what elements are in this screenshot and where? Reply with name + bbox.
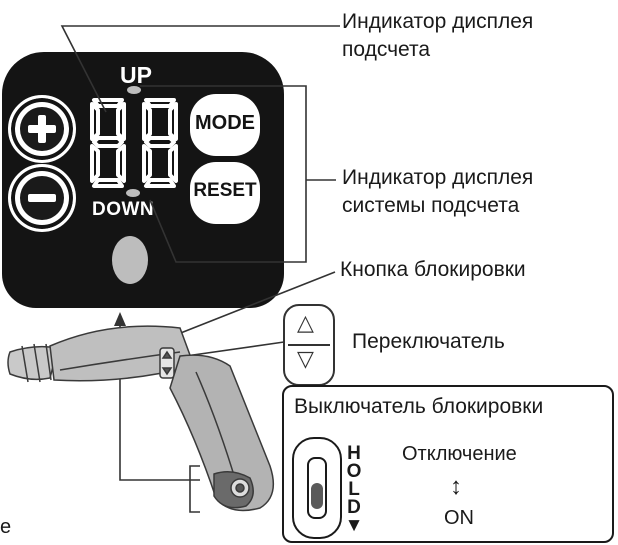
mode-button-label: MODE xyxy=(195,112,255,134)
lock-button-label: Кнопка блокировки xyxy=(340,258,526,281)
reset-button[interactable]: RESET xyxy=(190,162,260,224)
reset-button-label: RESET xyxy=(193,180,257,201)
display-digit xyxy=(90,98,126,188)
hold-slider[interactable] xyxy=(292,437,342,539)
direction-switch[interactable]: △ ▽ xyxy=(283,304,335,386)
lock-button[interactable] xyxy=(112,236,148,284)
hold-switch-title: Выключатель блокировки xyxy=(294,395,544,418)
up-down-arrow-icon: ↕ xyxy=(450,473,462,500)
hold-switch-box: Выключатель блокировки H O L D ▼ Отключе… xyxy=(282,385,614,543)
hold-slider-knob xyxy=(311,483,323,509)
plus-button[interactable] xyxy=(8,95,76,163)
off-label: Отключение xyxy=(402,443,517,465)
up-indicator-led xyxy=(127,86,141,94)
switch-label: Переключатель xyxy=(352,330,505,353)
switch-divider xyxy=(288,344,330,346)
display-digit xyxy=(142,98,178,188)
hold-vertical-label: H O L D ▼ xyxy=(344,443,364,536)
up-label: UP xyxy=(120,62,152,88)
seven-segment-display xyxy=(90,98,178,188)
hold-slider-track xyxy=(307,457,327,519)
up-triangle-icon: △ xyxy=(297,310,314,335)
down-label: DOWN xyxy=(92,199,155,220)
count-display-indicator-label: Индикатор дисплея подсчета xyxy=(342,10,534,61)
mode-button[interactable]: MODE xyxy=(190,94,260,156)
cropped-edge-text: e xyxy=(0,516,12,538)
minus-icon xyxy=(20,176,64,220)
count-system-indicator-label: Индикатор дисплея системы подсчета xyxy=(342,166,534,217)
on-label: ON xyxy=(444,507,474,529)
down-triangle-icon: ▽ xyxy=(297,346,314,371)
down-indicator-led xyxy=(126,189,140,197)
plus-icon xyxy=(20,107,64,151)
minus-button[interactable] xyxy=(8,164,76,232)
